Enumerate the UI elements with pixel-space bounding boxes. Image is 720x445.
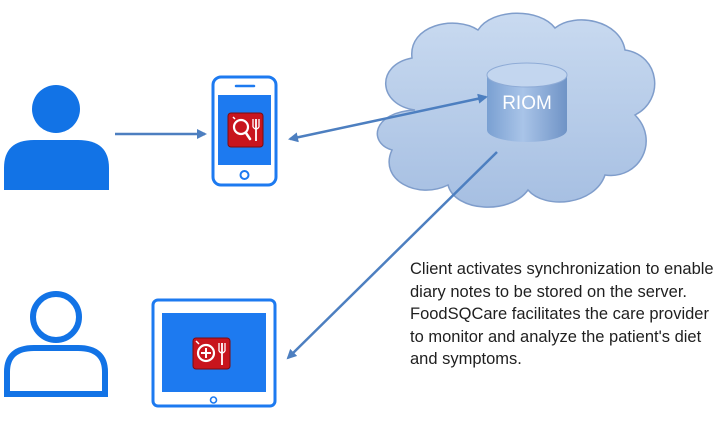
database-cylinder-icon — [486, 62, 568, 142]
food-plus-icon — [192, 337, 231, 370]
food-search-icon — [227, 112, 264, 148]
person-filled-icon — [4, 85, 109, 190]
phone-server-sync-arrow — [288, 93, 488, 143]
caption-text: Client activates synchronization to enab… — [410, 260, 714, 368]
person-outline-icon — [3, 291, 108, 397]
server-label: RIOM — [502, 93, 552, 114]
server-to-tablet-arrow — [286, 151, 498, 360]
